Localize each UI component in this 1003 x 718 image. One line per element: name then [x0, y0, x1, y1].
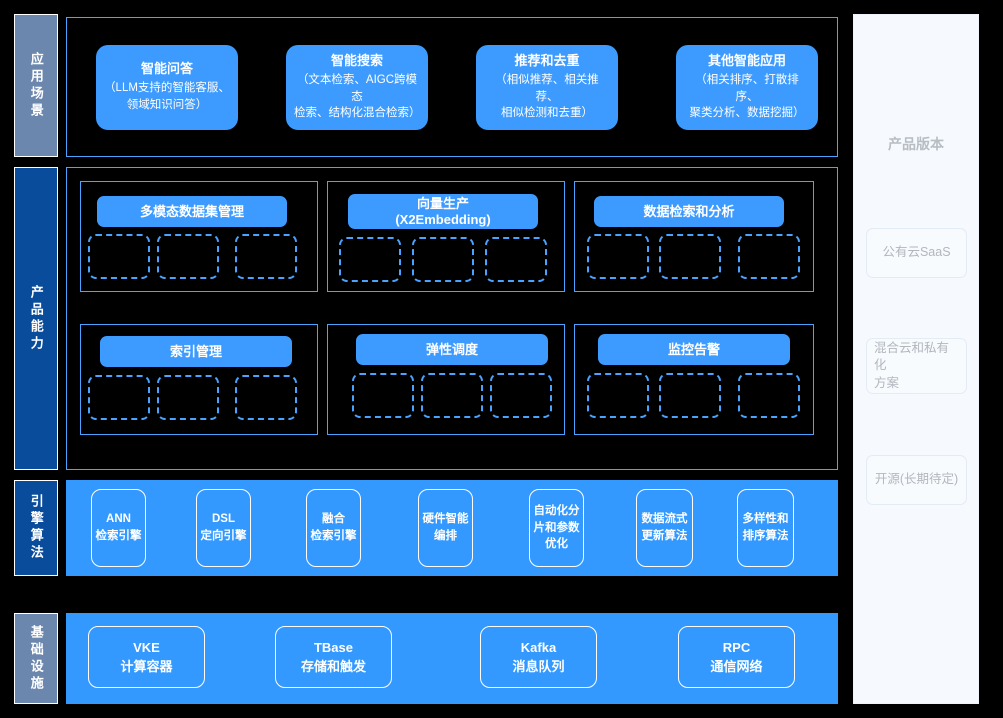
- capability-slot: [157, 375, 219, 420]
- capability-slot: [88, 375, 150, 420]
- capability-title-data-retrieval-analysis[interactable]: 数据检索和分析: [594, 196, 784, 227]
- capability-slot: [339, 237, 401, 282]
- band-label-engine-algorithm: 引擎算法: [14, 480, 58, 576]
- capability-slot: [412, 237, 474, 282]
- infra-card-tbase[interactable]: TBase 存储和触发: [275, 626, 392, 688]
- capability-slot: [421, 373, 483, 418]
- engine-pill-streaming-update[interactable]: 数据流式 更新算法: [636, 489, 693, 567]
- infra-card-rpc[interactable]: RPC 通信网络: [678, 626, 795, 688]
- band-label-application-scenario: 应用场景: [14, 14, 58, 157]
- engine-pill-ann-search[interactable]: ANN 检索引擎: [91, 489, 146, 567]
- capability-title-index-management[interactable]: 索引管理: [100, 336, 292, 367]
- app-card-title: 推荐和去重: [514, 52, 580, 68]
- capability-slot: [738, 373, 800, 418]
- app-card-title: 智能搜索: [330, 52, 383, 68]
- app-card-detail: （相关排序、打散排序、 聚类分析、数据挖掘）: [689, 74, 805, 120]
- capability-slot: [235, 234, 297, 279]
- capability-slot: [352, 373, 414, 418]
- capability-slot: [738, 234, 800, 279]
- capability-slot: [485, 237, 547, 282]
- app-card-recommend-dedup[interactable]: 推荐和去重 （相似推荐、相关推荐、 相似检测和去重）: [476, 45, 618, 130]
- capability-slot: [157, 234, 219, 279]
- capability-slot: [88, 234, 150, 279]
- engine-pill-diversity-ranking[interactable]: 多样性和 排序算法: [737, 489, 794, 567]
- band-label-infrastructure: 基础设施: [14, 613, 58, 704]
- infrastructure-frame: [66, 613, 838, 704]
- capability-title-vector-production[interactable]: 向量生产 (X2Embedding): [348, 194, 538, 229]
- capability-title-monitoring-alerting[interactable]: 监控告警: [598, 334, 790, 365]
- app-card-title: 其他智能应用: [707, 52, 786, 68]
- product-version-title: 产品版本: [888, 136, 944, 152]
- product-version-item-hybrid-private-cloud[interactable]: 混合云和私有化 方案: [866, 338, 967, 394]
- app-card-title: 智能问答: [140, 61, 193, 77]
- capability-slot: [587, 234, 649, 279]
- app-card-other-ai[interactable]: 其他智能应用 （相关排序、打散排序、 聚类分析、数据挖掘）: [676, 45, 818, 130]
- capability-slot: [235, 375, 297, 420]
- infra-card-kafka[interactable]: Kafka 消息队列: [480, 626, 597, 688]
- engine-pill-dsl-directed[interactable]: DSL 定向引擎: [196, 489, 251, 567]
- infra-card-vke[interactable]: VKE 计算容器: [88, 626, 205, 688]
- capability-slot: [659, 234, 721, 279]
- engine-pill-auto-sharding[interactable]: 自动化分 片和参数 优化: [529, 489, 584, 567]
- product-version-item-open-source[interactable]: 开源(长期待定): [866, 455, 967, 505]
- app-card-detail: （文本检索、AIGC跨模态 检索、结构化混合检索）: [294, 74, 421, 120]
- app-card-detail: （相似推荐、相关推荐、 相似检测和去重）: [495, 74, 599, 120]
- capability-title-dataset-management[interactable]: 多模态数据集管理: [97, 196, 287, 227]
- engine-pill-fusion-search[interactable]: 融合 检索引擎: [306, 489, 361, 567]
- app-card-smart-qa[interactable]: 智能问答 （LLM支持的智能客服、 领域知识问答）: [96, 45, 238, 130]
- capability-slot: [490, 373, 552, 418]
- engine-algorithm-frame: [66, 480, 838, 576]
- capability-slot: [659, 373, 721, 418]
- app-card-smart-search[interactable]: 智能搜索 （文本检索、AIGC跨模态 检索、结构化混合检索）: [286, 45, 428, 130]
- band-label-product-capability: 产品能力: [14, 167, 58, 470]
- capability-title-elastic-scheduling[interactable]: 弹性调度: [356, 334, 548, 365]
- app-card-detail: （LLM支持的智能客服、 领域知识问答）: [104, 82, 230, 112]
- engine-pill-hardware-orchestration[interactable]: 硬件智能 编排: [418, 489, 473, 567]
- product-version-item-public-cloud-saas[interactable]: 公有云SaaS: [866, 228, 967, 278]
- capability-slot: [587, 373, 649, 418]
